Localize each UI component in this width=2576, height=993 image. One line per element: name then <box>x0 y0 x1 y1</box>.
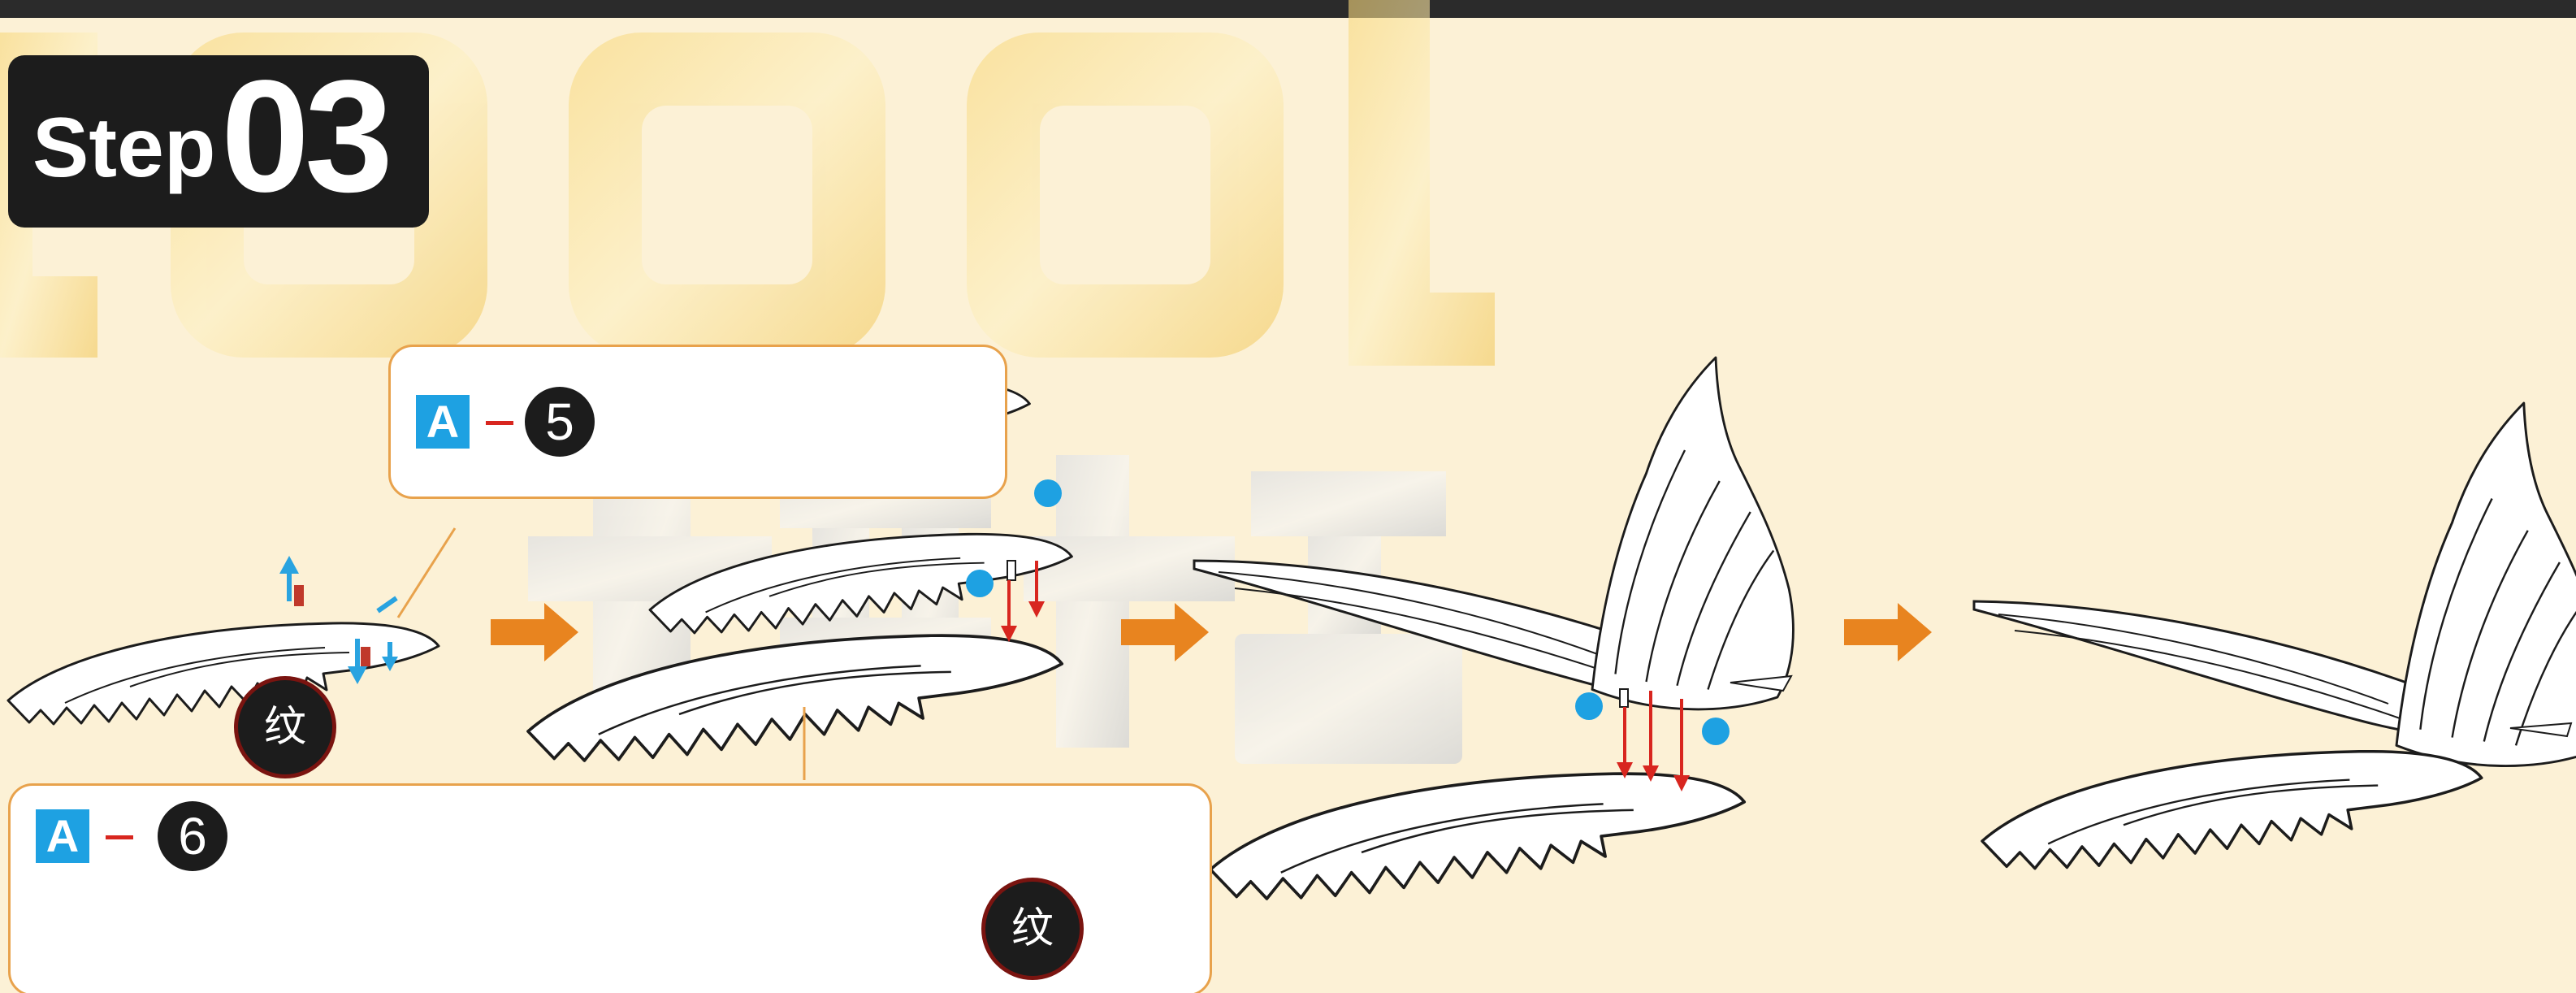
callout-leader <box>396 527 457 618</box>
part-number-badge: 5 <box>525 387 595 457</box>
step-label: Step <box>32 101 216 195</box>
callout-a5 <box>388 345 1007 499</box>
wing-stage-3 <box>1193 356 1795 900</box>
attach-arrow-icon <box>1617 691 1690 791</box>
part-dash <box>486 421 513 425</box>
top-rule <box>0 0 2576 18</box>
part-letter-box: A <box>416 395 470 449</box>
part-letter-box: A <box>36 809 89 863</box>
step-number: 03 <box>221 47 393 225</box>
part-number-badge: 6 <box>158 801 227 871</box>
part-dash <box>106 835 133 839</box>
peg-dot-icon <box>966 479 1730 745</box>
attach-arrow-icon <box>1001 561 1045 642</box>
wing-stage-4 <box>1972 401 2576 870</box>
wing-stage-2 <box>526 532 1073 780</box>
rotate-arrow-icon <box>279 556 398 684</box>
step-badge <box>8 55 429 228</box>
texture-badge: 纹 <box>234 676 336 778</box>
texture-badge: 纹 <box>981 878 1084 980</box>
wing-stage-1 <box>6 527 457 726</box>
